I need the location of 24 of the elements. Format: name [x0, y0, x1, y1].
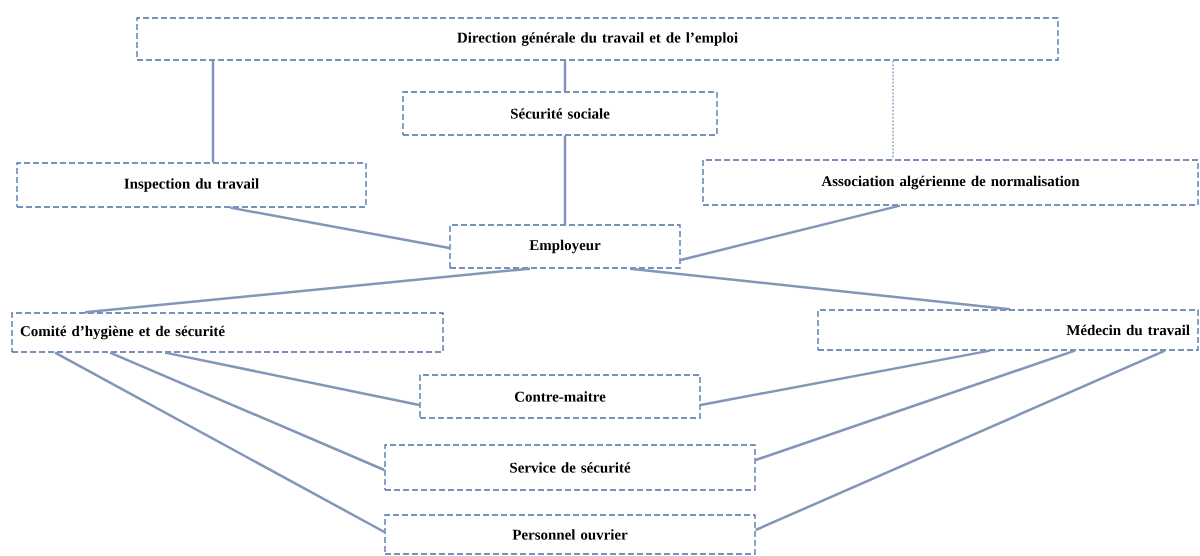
org-box: Comité d’hygiène et de sécurité: [11, 312, 444, 353]
connector-line: [563, 60, 567, 92]
org-box: Inspection du travail: [16, 162, 367, 208]
connector-line: [229, 206, 450, 250]
org-box: Médecin du travail: [817, 309, 1199, 351]
org-box: Service de sécurité: [384, 444, 756, 491]
connector-line: [563, 135, 567, 225]
connector-line: [109, 351, 385, 472]
org-box: Direction générale du travail et de l’emploi: [136, 17, 1059, 61]
org-box: Employeur: [449, 224, 681, 269]
org-box: Sécurité sociale: [402, 91, 718, 136]
connector-line: [164, 351, 420, 407]
connector-line: [84, 267, 531, 314]
org-box: Contre-maitre: [419, 374, 701, 419]
connector-line: [755, 349, 1076, 462]
connector-line: [629, 267, 1011, 311]
connector-line: [892, 60, 894, 160]
org-box: Personnel ouvrier: [384, 514, 756, 555]
connector-line: [54, 351, 385, 534]
org-box: Association algérienne de normalisation: [702, 159, 1199, 206]
connector-line: [755, 349, 1166, 532]
connector-line: [211, 60, 215, 163]
connector-line: [680, 204, 901, 262]
connector-line: [700, 349, 991, 407]
